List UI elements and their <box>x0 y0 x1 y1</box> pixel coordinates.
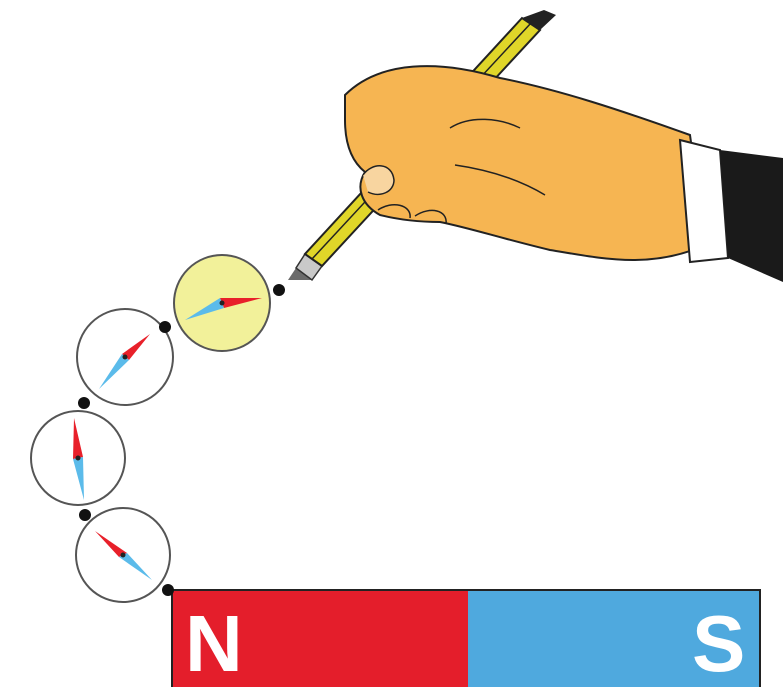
needle-south-icon <box>73 457 84 500</box>
pivot-icon <box>120 552 126 558</box>
magnet-outline <box>171 589 761 687</box>
needle-south-icon <box>185 298 224 320</box>
hand-icon <box>344 65 783 282</box>
bar-magnet-icon <box>171 589 761 687</box>
pivot-icon <box>219 300 225 306</box>
south-pole-label: S <box>692 599 746 688</box>
needle-north-icon <box>122 334 150 360</box>
needle-south-icon <box>119 553 152 580</box>
compass-icon <box>173 254 271 352</box>
pivot-icon <box>122 354 128 360</box>
needle-north-icon <box>73 418 83 459</box>
magnet-north-half <box>172 590 468 687</box>
pivot-icon <box>75 455 81 461</box>
needle-south-icon <box>99 354 129 389</box>
dot-icon <box>78 284 285 596</box>
compass-icon <box>75 507 171 603</box>
needle-north-icon <box>220 298 262 308</box>
north-pole-label: N <box>185 599 243 688</box>
needle-north-icon <box>95 531 127 557</box>
compass-icon <box>30 410 126 506</box>
compass-icon <box>76 308 174 406</box>
magnet-south-half <box>468 590 760 687</box>
